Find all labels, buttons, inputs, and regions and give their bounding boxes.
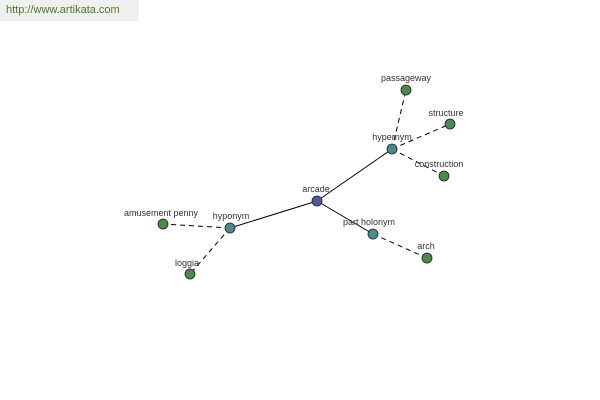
node-label-passageway: passageway [381,73,432,83]
node-structure[interactable] [444,118,456,130]
node-label-hyponym: hyponym [213,211,250,221]
edge-hypernym-to-structure [391,123,451,150]
edge-hypernym-to-passageway [391,89,407,150]
edge-arcade-to-hyponym [229,200,318,229]
node-passageway[interactable] [400,84,412,96]
node-label-loggia: loggia [175,258,199,268]
node-label-arch: arch [417,241,435,251]
node-hypernym[interactable] [386,143,398,155]
node-amusement-penny[interactable] [157,218,169,230]
node-hyponym[interactable] [224,222,236,234]
edge-hyponym-to-loggia [189,227,231,275]
node-part-holonym[interactable] [367,228,379,240]
edge-hypernym-to-construction [391,148,445,177]
node-arch[interactable] [421,252,433,264]
url-banner[interactable]: http://www.artikata.com [0,0,139,21]
edge-hyponym-to-amusement_penny [162,223,231,229]
node-construction[interactable] [438,170,450,182]
node-label-hypernym: hypernym [372,132,412,142]
edges-layer [162,89,451,275]
url-text[interactable]: http://www.artikata.com [6,4,120,16]
edge-arcade-to-hypernym [316,148,393,202]
node-label-amusement-penny: amusement penny [124,208,199,218]
node-arcade[interactable] [311,195,323,207]
node-label-arcade: arcade [302,184,330,194]
node-loggia[interactable] [184,268,196,280]
nodes-layer [157,84,456,280]
labels-layer: arcade hypernym hyponym part holonym passage… [124,73,464,268]
edge-part_holonym-to-arch [372,233,428,259]
edge-arcade-to-part_holonym [316,200,374,235]
node-label-construction: construction [415,159,464,169]
node-label-part-holonym: part holonym [343,217,395,227]
node-label-structure: structure [428,108,463,118]
